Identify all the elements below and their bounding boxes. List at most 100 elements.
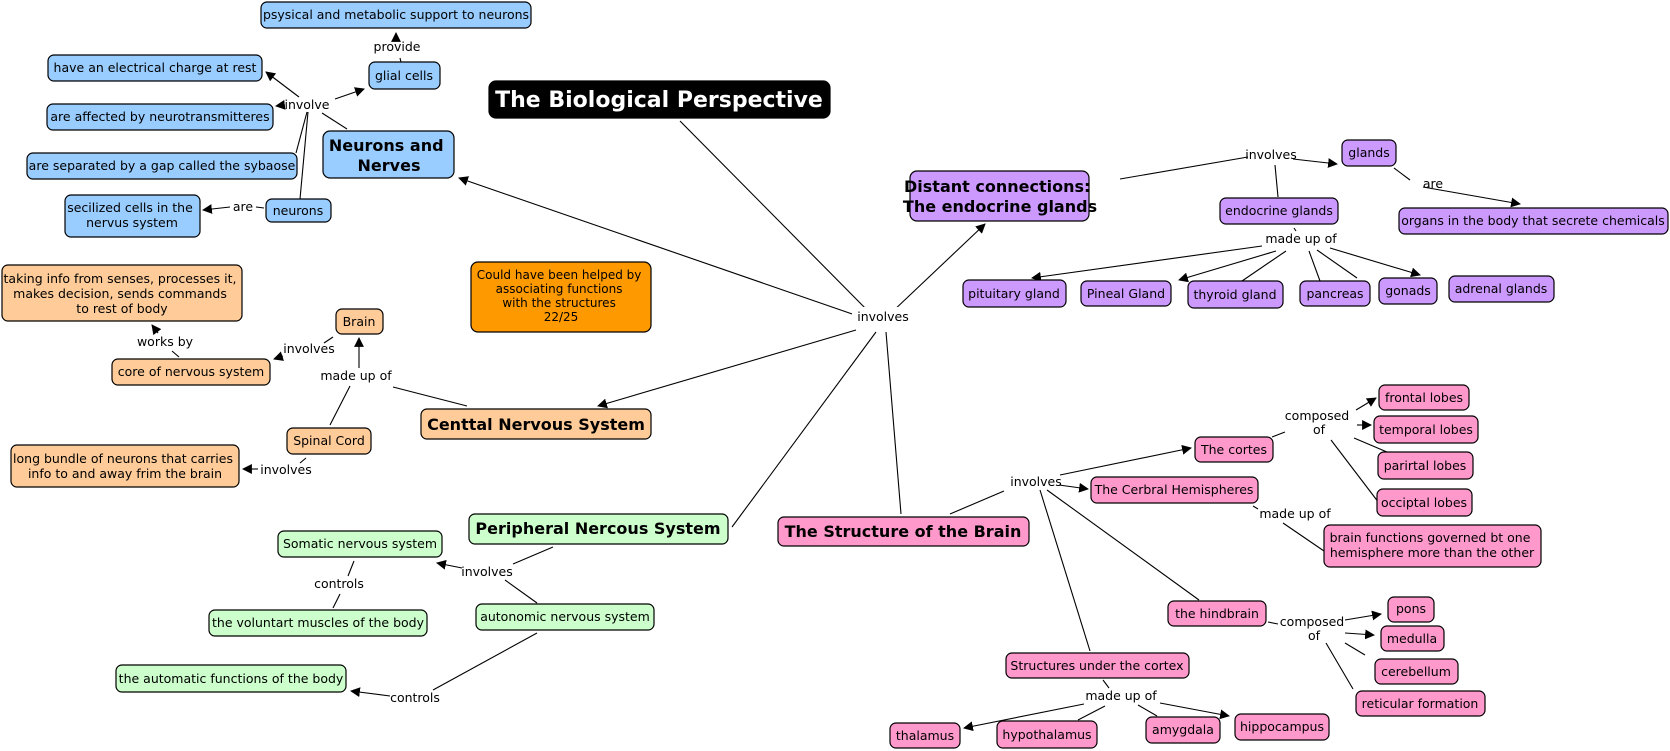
hippocampus-text: hippocampus <box>1240 719 1324 734</box>
hindbrain-text: the hindbrain <box>1175 606 1259 621</box>
edge-madeupof-to-pineal <box>1178 250 1277 283</box>
edge-involves-to-endocrine <box>890 223 986 314</box>
link-cortes-composed-line1: composed <box>1285 408 1349 423</box>
link-endo-involves: involves <box>1245 147 1297 162</box>
node-parietal-lobes[interactable]: parirtal lobes <box>1377 451 1474 480</box>
node-hindbrain[interactable]: the hindbrain <box>1167 600 1267 627</box>
link-endo-made-up-of: made up of <box>1265 231 1337 246</box>
node-thyroid[interactable]: thyroid gland <box>1187 280 1284 309</box>
edge-madeupof-to-thyroid <box>1241 250 1287 282</box>
feedback-note[interactable]: Could have been helped by associating fu… <box>470 261 652 333</box>
node-peripheral-nervous-system[interactable]: Peripheral Nercous System <box>468 513 729 545</box>
node-cortes[interactable]: The cortes <box>1194 436 1274 463</box>
node-neurons[interactable]: neurons <box>265 198 332 223</box>
svg-text:long bundle of neurons that ca: long bundle of neurons that carries info… <box>13 451 237 481</box>
edge-madeupof-to-hippocampus <box>1159 702 1230 720</box>
endocrine-main-line2: The endocrine glands <box>903 197 1097 216</box>
title-node[interactable]: The Biological Perspective <box>488 80 831 119</box>
node-automatic-functions[interactable]: the automatic functions of the body <box>115 664 347 693</box>
edge-brain-to-involves <box>949 490 1005 515</box>
node-autonomic[interactable]: autonomic nervous system <box>475 603 655 631</box>
cerebellum-text: cerebellum <box>1381 664 1451 679</box>
edge-somatic-to-controls <box>347 560 355 577</box>
sybaose-text: are separated by a gap called the sybaos… <box>29 158 296 173</box>
node-pancreas[interactable]: pancreas <box>1299 280 1371 307</box>
node-cerebral-hemispheres[interactable]: The Cerbral Hemispheres <box>1090 476 1259 504</box>
edge-involves-to-cortes <box>1059 444 1192 476</box>
edge-pns-to-involves <box>512 546 554 565</box>
node-endocrine-glands[interactable]: endocrine glands <box>1219 197 1339 225</box>
edge-are-to-secilized <box>202 204 231 214</box>
node-reticular-formation[interactable]: reticular formation <box>1355 690 1486 717</box>
node-voluntary-muscles[interactable]: the voluntart muscles of the body <box>208 609 428 637</box>
neurons-nerves-line1: Neurons and <box>329 136 444 155</box>
feedback-line-2: associating functions <box>496 282 623 296</box>
svg-text:taking info from senses, proce: taking info from senses, processes it, m… <box>4 271 241 316</box>
edge-involve-to-glial <box>334 87 365 100</box>
node-thalamus[interactable]: thalamus <box>889 722 961 749</box>
node-secilized-cells[interactable]: secilized cells in the nervus system <box>64 194 201 238</box>
node-pituitary[interactable]: pituitary gland <box>962 279 1067 308</box>
node-gonads[interactable]: gonads <box>1378 277 1438 305</box>
node-pineal[interactable]: Pineal Gland <box>1080 280 1172 307</box>
node-hippocampus[interactable]: hippocampus <box>1234 713 1330 741</box>
node-core-nervous-system[interactable]: core of nervous system <box>111 358 271 386</box>
edge-involve-to-charge <box>265 71 300 98</box>
node-medulla[interactable]: medulla <box>1380 625 1445 652</box>
node-brain[interactable]: Brain <box>335 308 384 335</box>
node-glial-cells[interactable]: glial cells <box>368 61 441 90</box>
node-hypothalamus[interactable]: hypothalamus <box>996 720 1098 749</box>
node-spinal-cord[interactable]: Spinal Cord <box>286 427 372 455</box>
node-cerebellum[interactable]: cerebellum <box>1374 658 1459 685</box>
gonads-text: gonads <box>1385 283 1431 298</box>
autonomic-text: autonomic nervous system <box>480 609 650 624</box>
node-occipital-lobes[interactable]: occiptal lobes <box>1376 488 1473 517</box>
node-glands[interactable]: glands <box>1341 139 1397 167</box>
secilized-line2: nervus system <box>86 215 178 230</box>
feedback-score: 22/25 <box>544 310 579 324</box>
node-psysical-support[interactable]: psysical and metabolic support to neuron… <box>260 1 532 29</box>
edge-involves-to-core <box>273 351 285 361</box>
node-neurotransmitters[interactable]: are affected by neurotransmitteres <box>46 103 274 131</box>
link-hind-composed: composed of <box>1280 614 1348 643</box>
taking-info-line2: makes decision, sends commands <box>13 286 227 301</box>
link-under-made-up-of: made up of <box>1085 688 1157 703</box>
electrical-charge-text: have an electrical charge at rest <box>54 60 257 75</box>
link-controls-somatic: controls <box>314 576 364 591</box>
node-temporal-lobes[interactable]: temporal lobes <box>1373 415 1479 444</box>
node-somatic[interactable]: Somatic nervous system <box>277 530 443 558</box>
automatic-text: the automatic functions of the body <box>119 671 344 686</box>
pancreas-text: pancreas <box>1306 286 1363 301</box>
node-neurons-and-nerves[interactable]: Neurons and Nerves <box>322 130 455 179</box>
edge-core-to-worksby <box>171 350 180 358</box>
node-structure-of-brain[interactable]: The Structure of the Brain <box>777 516 1030 547</box>
node-organs[interactable]: organs in the body that secrete chemical… <box>1398 207 1669 235</box>
node-central-nervous-system[interactable]: Centtal Nervous System <box>420 408 652 440</box>
node-taking-info[interactable]: taking info from senses, processes it, m… <box>1 264 243 322</box>
link-cortes-composed-line2: of <box>1313 422 1326 437</box>
edge-autonomic-to-controls <box>432 632 538 691</box>
edge-title-to-involves <box>679 120 871 314</box>
edge-involve-to-neurons <box>299 111 309 200</box>
brain-structure-text: The Structure of the Brain <box>785 522 1022 541</box>
edge-involves-to-neurons-nerves <box>458 176 859 317</box>
taking-info-line1: taking info from senses, processes it, <box>4 271 237 286</box>
node-amygdala[interactable]: amygdala <box>1145 716 1221 744</box>
node-endocrine-main[interactable]: Distant connections: The endocrine gland… <box>903 170 1097 222</box>
edge-madeupof-to-hypothalamus <box>1077 705 1106 721</box>
node-brain-functions[interactable]: brain functions governed bt one hemisphe… <box>1323 524 1542 568</box>
node-structures-under-cortex[interactable]: Structures under the cortex <box>1005 652 1190 679</box>
long-bundle-line1: long bundle of neurons that carries <box>13 451 233 466</box>
node-pons[interactable]: pons <box>1387 596 1435 623</box>
node-frontal-lobes[interactable]: frontal lobes <box>1378 384 1470 411</box>
node-electrical-charge[interactable]: have an electrical charge at rest <box>47 54 263 82</box>
node-long-bundle[interactable]: long bundle of neurons that carries info… <box>10 444 240 488</box>
node-sybaose[interactable]: are separated by a gap called the sybaos… <box>26 152 298 180</box>
node-adrenal[interactable]: adrenal glands <box>1448 275 1555 303</box>
occipital-text: occiptal lobes <box>1381 495 1467 510</box>
edge-cns-to-madeupof <box>392 386 468 407</box>
taking-info-line3: to rest of body <box>76 301 168 316</box>
edge-under-to-madeupof <box>1102 679 1110 689</box>
secilized-line1: secilized cells in the <box>67 200 193 215</box>
